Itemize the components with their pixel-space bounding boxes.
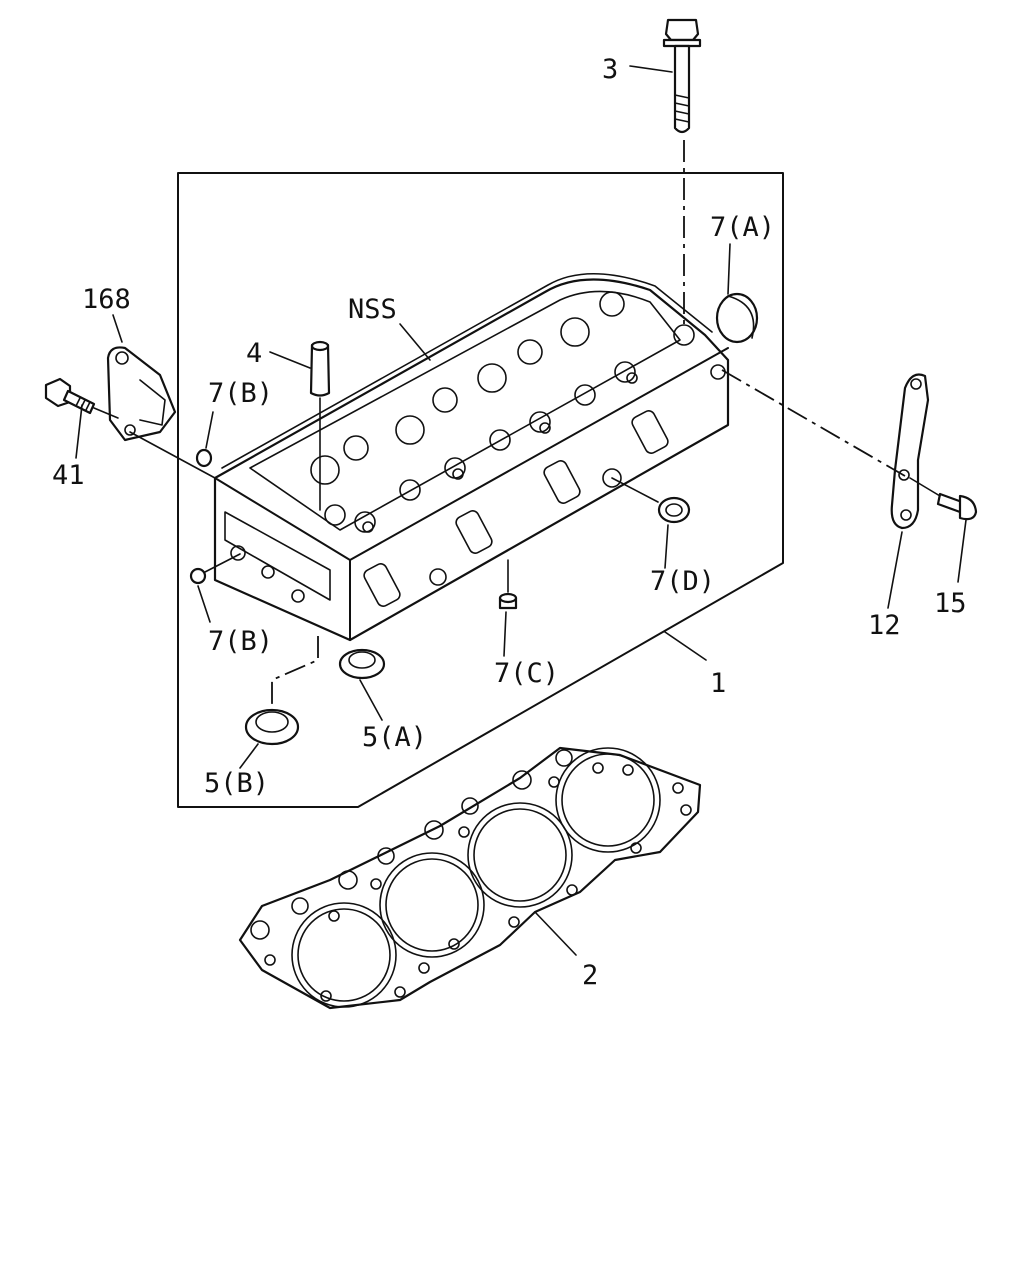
label-4: 4 — [246, 338, 262, 369]
label-7d: 7(D) — [650, 566, 715, 597]
sleeve-4-part — [309, 340, 331, 397]
label-7b-lower: 7(B) — [208, 626, 273, 657]
label-2: 2 — [582, 960, 598, 991]
leader-12 — [887, 531, 903, 609]
label-nss: NSS — [348, 294, 397, 325]
label-41: 41 — [52, 460, 85, 491]
label-168: 168 — [82, 284, 131, 315]
label-5a: 5(A) — [362, 722, 427, 753]
bolt-3-part — [662, 18, 702, 134]
leader-7c — [503, 611, 507, 657]
plate-12-part — [890, 373, 930, 530]
cylinder-head — [213, 273, 730, 642]
label-7a: 7(A) — [710, 212, 775, 243]
seal-5b-dash — [271, 636, 319, 708]
leader-168 — [112, 314, 123, 343]
label-7c: 7(C) — [494, 658, 559, 689]
assembly-frame — [177, 172, 784, 808]
label-12: 12 — [868, 610, 901, 641]
label-15: 15 — [934, 588, 967, 619]
pin-7b-upper-part — [195, 448, 213, 468]
seal-7d-line — [611, 477, 659, 503]
pin-7c-part — [498, 592, 518, 610]
cap-7a-part — [715, 292, 759, 344]
bolt-15-line — [909, 477, 941, 497]
leader-4 — [269, 351, 311, 369]
leader-7b-lower — [197, 585, 211, 623]
leader-41 — [75, 404, 83, 459]
leader-7b-upper — [205, 411, 214, 449]
bolt-15-part — [936, 492, 978, 521]
pin-7b-lower-line — [204, 553, 241, 573]
label-1: 1 — [710, 668, 726, 699]
pin-7b-lower-part — [189, 567, 207, 585]
seal-7d-part — [657, 496, 691, 524]
bracket-168-part — [106, 346, 177, 442]
head-gasket-2-part — [238, 746, 702, 1010]
leader-7d — [664, 524, 669, 569]
head-to-plate-line — [721, 369, 906, 477]
seal-5b-part — [244, 708, 300, 746]
leader-7a — [727, 243, 731, 295]
leader-nss — [399, 323, 431, 361]
label-5b: 5(B) — [204, 768, 269, 799]
leader-15 — [957, 519, 967, 583]
leader-2 — [534, 911, 577, 956]
label-3: 3 — [602, 54, 618, 85]
bolt-41-part — [44, 377, 96, 415]
seal-5a-part — [338, 648, 386, 680]
bracket-168-line — [129, 431, 216, 479]
leader-5b — [239, 743, 259, 769]
leader-5a — [359, 679, 383, 721]
leader-3 — [629, 65, 673, 73]
label-7b-upper: 7(B) — [208, 378, 273, 409]
bolt-41-line — [93, 407, 119, 419]
leader-1 — [664, 631, 707, 661]
